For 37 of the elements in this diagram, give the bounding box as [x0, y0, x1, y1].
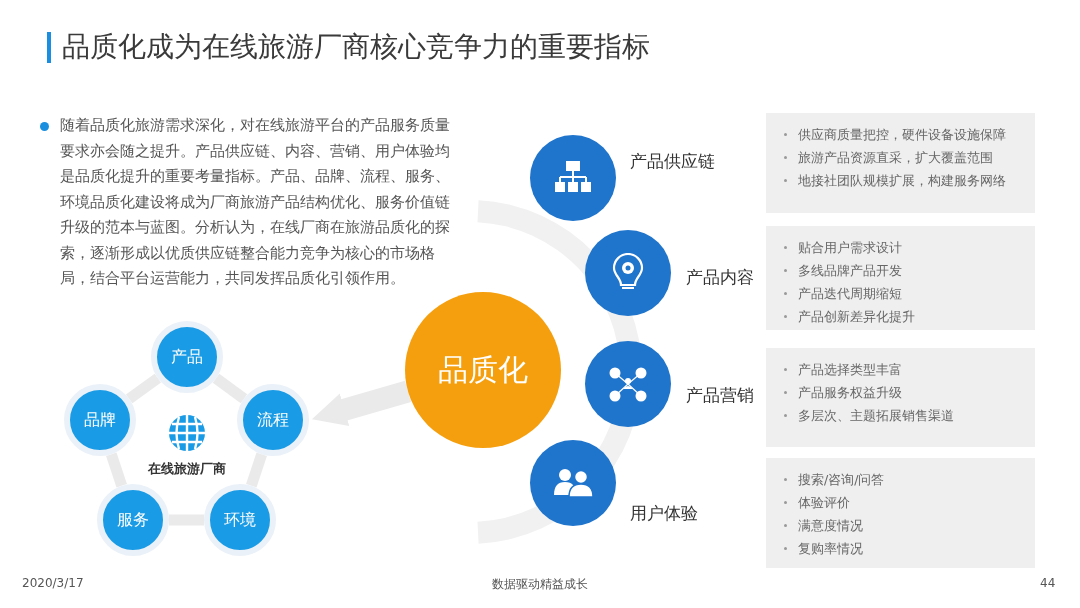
bullet-item: 产品创新差异化提升 [784, 305, 1025, 328]
block-arrow [311, 380, 412, 427]
slide-title: 品质化成为在线旅游厂商核心竞争力的重要指标 [62, 29, 650, 65]
connector-band [125, 373, 162, 404]
bullet-item: 产品迭代周期缩短 [784, 282, 1025, 305]
info-panel [766, 458, 1035, 568]
bullet-item: 供应商质量把控，硬件设备设施保障 [784, 123, 1025, 146]
info-panel [766, 348, 1035, 447]
dimension-label: 产品供应链 [630, 150, 715, 173]
core-label: 品质化 [438, 350, 528, 389]
page-number: 44 [1040, 576, 1056, 590]
bullet-item: 多层次、主题拓展销售渠道 [784, 404, 1025, 427]
category-label: 产品 [171, 346, 203, 368]
dimension-label: 用户体验 [630, 502, 698, 525]
category-label: 品牌 [84, 409, 116, 431]
bullet-item: 产品服务权益升级 [784, 381, 1025, 404]
bullet-item: 体验评价 [784, 491, 1025, 514]
bullet-item: 多线品牌产品开发 [784, 259, 1025, 282]
date-text: 2020/3/17 [22, 576, 84, 590]
category-label: 服务 [117, 509, 149, 531]
hub-label: 在线旅游厂商 [147, 460, 227, 478]
bullet-item: 地接社团队规模扩展，构建服务网络 [784, 169, 1025, 192]
bullet-item: 搜索/咨询/问答 [784, 468, 1025, 491]
dimension-label: 产品营销 [686, 384, 754, 407]
footer-slogan: 数据驱动精益成长 [491, 576, 589, 593]
bullet-item: 贴合用户需求设计 [784, 236, 1025, 259]
category-label: 流程 [257, 409, 289, 431]
bullet-item: 旅游产品资源直采，扩大覆盖范围 [784, 146, 1025, 169]
info-panel [766, 113, 1035, 213]
connector-band [212, 373, 248, 404]
bullet-item: 满意度情况 [784, 514, 1025, 537]
intro-paragraph: 随着品质化旅游需求深化，对在线旅游平台的产品服务质量要求亦会随之提升。产品供应链、内容、营销、用户体验均是品质化提升的重要考量指标。产品、品牌、流程、服务、环境品质化建设将成为厂商旅游产品结构优化、服务价值链升级的范本与蓝图。分析认为，在线厂商在旅游品质化的探索，逐渐形成以优质供应链整合能力竞争为核心的市场格局，结合平台运营能力，共同发挥品质化引领作用。 [60, 115, 451, 289]
bullet-item: 产品选择类型丰富 [784, 358, 1025, 381]
bullet-item: 复购率情况 [784, 537, 1025, 560]
info-panel [766, 226, 1035, 330]
category-label: 环境 [224, 509, 256, 531]
dimension-label: 产品内容 [686, 266, 754, 289]
